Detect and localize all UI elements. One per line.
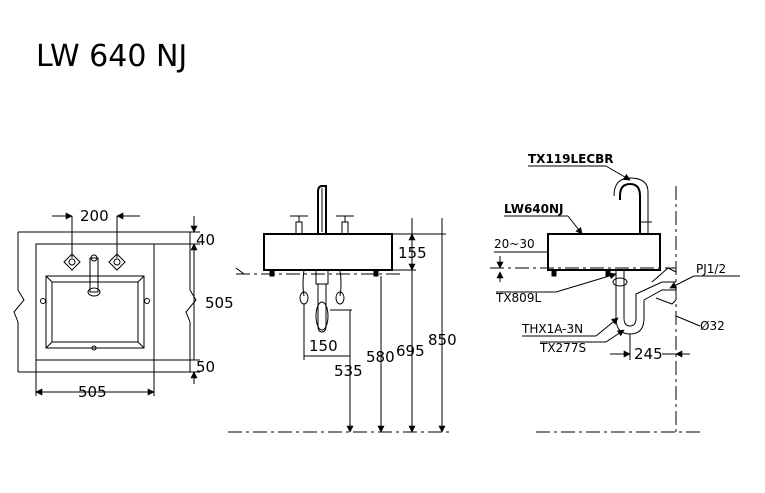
- side-view: 150 535 580 695 850 155: [228, 185, 457, 433]
- dim-trap-height: 535: [334, 362, 363, 380]
- dim-bowl-bottom: 695: [396, 342, 425, 360]
- left-handle-icon: [63, 253, 81, 271]
- label-trap: THX1A-3N: [521, 322, 583, 336]
- label-pipe-dia: Ø32: [700, 319, 725, 333]
- dim-drain-height: 580: [366, 348, 395, 366]
- dim-back-margin: 50: [196, 358, 215, 376]
- dim-faucet-spacing: 200: [80, 207, 109, 225]
- dim-width: 505: [78, 383, 107, 401]
- dim-rim-top: 40: [196, 231, 215, 249]
- label-valve: PJ1/2: [696, 262, 726, 276]
- dim-basin-height: 155: [398, 244, 427, 262]
- label-trap2: TX277S: [539, 341, 586, 355]
- label-faucet: TX119LECBR: [528, 152, 614, 166]
- dim-depth: 505: [205, 294, 234, 312]
- label-gap: 20~30: [494, 237, 535, 251]
- dim-trap-offset: 150: [309, 337, 338, 355]
- label-basin: LW640NJ: [504, 202, 564, 216]
- label-drain: TX809L: [495, 291, 541, 305]
- drawing-title: LW 640 NJ: [36, 39, 187, 74]
- install-view: TX119LECBR LW640NJ 20~30 PJ1/2 TX809L TH…: [490, 152, 740, 433]
- dim-rim-height: 850: [428, 331, 457, 349]
- dim-wall-offset: 245: [634, 345, 663, 363]
- right-handle-icon: [108, 253, 126, 271]
- front-view: 200 40 505 50 505: [13, 207, 234, 401]
